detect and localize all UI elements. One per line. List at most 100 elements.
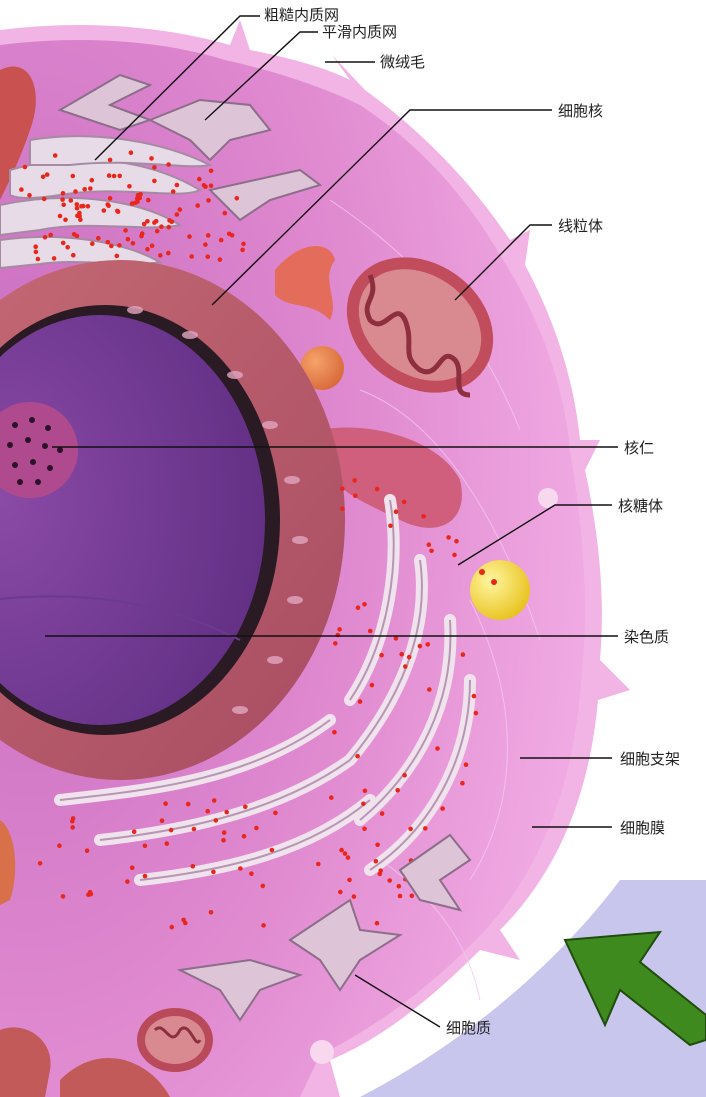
ribosome-dot: [446, 535, 451, 540]
ribosome-dot: [374, 859, 379, 864]
ribosome-dot: [133, 200, 138, 205]
ribosome-dot: [175, 183, 180, 188]
ribosome-dot: [333, 641, 338, 646]
ribosome-dot: [75, 206, 80, 211]
ribosome-dot: [82, 187, 87, 192]
ribosome-dot: [380, 811, 385, 816]
ribosome-dot: [126, 237, 131, 242]
ribosome-dot: [241, 242, 246, 247]
ribosome-dot: [88, 890, 93, 895]
ribosome-dot: [75, 214, 80, 219]
ribosome-dot: [131, 241, 136, 246]
ribosome-dot: [223, 211, 228, 216]
ribosome-dot: [254, 826, 259, 831]
ribosome-dot: [261, 884, 266, 889]
ribosome-dot: [352, 894, 357, 899]
ribosome-dot: [427, 687, 432, 692]
ribosome-dot: [353, 493, 358, 498]
ribosome-dot: [79, 204, 84, 209]
ribosome-dot: [395, 788, 400, 793]
ribosome-dot: [73, 189, 78, 194]
ribosome-dot: [197, 177, 202, 182]
ribosome-dot: [65, 245, 70, 250]
ribosome-dot: [106, 240, 111, 245]
ribosome-dot: [160, 818, 165, 823]
ribosome-dot: [169, 828, 174, 833]
ribosome-dot: [60, 197, 65, 202]
ribosome-dot: [387, 878, 392, 883]
ribosome-dot: [45, 172, 50, 177]
ribosome-dot: [130, 866, 135, 871]
ribosome-dot: [96, 236, 101, 241]
ribosome-dot: [343, 851, 348, 856]
ribosome-dot: [192, 827, 197, 832]
ribosome-dot: [167, 218, 172, 223]
ribosome-dot: [149, 156, 154, 161]
ribosome-dot: [132, 829, 137, 834]
ribosome-dot: [107, 173, 112, 178]
ribosome-dot: [452, 553, 457, 558]
ribosome-dot: [426, 642, 431, 647]
label-nucleus: 细胞核: [558, 102, 603, 120]
ribosome-dot: [394, 636, 399, 641]
ribosome-dot: [316, 862, 321, 867]
ribosome-dot: [33, 244, 38, 249]
ribosome-dot: [219, 238, 224, 243]
ribosome-dot: [23, 165, 28, 170]
ribosome-dot: [108, 196, 113, 201]
ribosome-dot: [460, 781, 465, 786]
ribosome-dot: [270, 848, 275, 853]
ribosome-dot: [329, 795, 334, 800]
ribosome-dot: [273, 811, 278, 816]
ribosome-dot: [48, 233, 53, 238]
ribosome-dot: [407, 655, 412, 660]
ribosome-dot: [178, 207, 183, 212]
ribosome-dot: [402, 500, 407, 505]
ribosome-dot: [69, 198, 74, 203]
ribosome-dot: [146, 198, 151, 203]
ribosome-dot: [240, 248, 245, 253]
ribosome-dot: [123, 228, 128, 233]
ribosome-dot: [235, 196, 240, 201]
ribosome-dot: [167, 225, 172, 230]
ribosome-dot: [230, 233, 235, 238]
ribosome-dot: [461, 652, 466, 657]
ribosome-dot: [112, 174, 117, 179]
ribosome-dot: [88, 186, 93, 191]
ribosome-dot: [137, 196, 142, 201]
ribosome-dot: [38, 861, 43, 866]
ribosome-dot: [166, 162, 171, 167]
ribosome-dot: [261, 923, 266, 928]
ribosome-dot: [191, 864, 196, 869]
ribosome-dot: [152, 220, 157, 225]
ribosome-dot: [362, 602, 367, 607]
ribosome-dot: [117, 243, 122, 248]
label-rough-er: 粗糙内质网: [264, 6, 339, 24]
ribosome-dot: [158, 253, 163, 258]
ribosome-dot: [72, 232, 77, 237]
ribosome-dot: [175, 212, 180, 217]
ribosome-dot: [402, 773, 407, 778]
ribosome-dot: [211, 870, 216, 875]
ribosome-dot: [474, 711, 479, 716]
ribosome-dot: [139, 234, 144, 239]
ribosome-dot: [363, 789, 368, 794]
ribosome-dot: [347, 878, 352, 883]
label-cytoskeleton: 细胞支架: [620, 750, 680, 768]
label-ribosome: 核糖体: [618, 497, 663, 515]
ribosome-dot: [205, 809, 210, 814]
ribosome-dot: [143, 874, 148, 879]
ribosome-dot: [152, 179, 157, 184]
ribosome-dot: [206, 254, 211, 259]
ribosome-dot: [90, 241, 95, 246]
ribosome-dot: [42, 197, 47, 202]
ribosome-dot: [187, 234, 192, 239]
ribosome-dot: [195, 203, 200, 208]
ribosome-dot: [115, 209, 120, 214]
ribosome-dot: [421, 514, 426, 519]
ribosome-dot: [61, 894, 66, 899]
ribosome-dot: [388, 524, 393, 529]
ribosome-dot: [214, 818, 219, 823]
ribosome-dot: [71, 174, 76, 179]
ribosome-dot: [375, 843, 380, 848]
